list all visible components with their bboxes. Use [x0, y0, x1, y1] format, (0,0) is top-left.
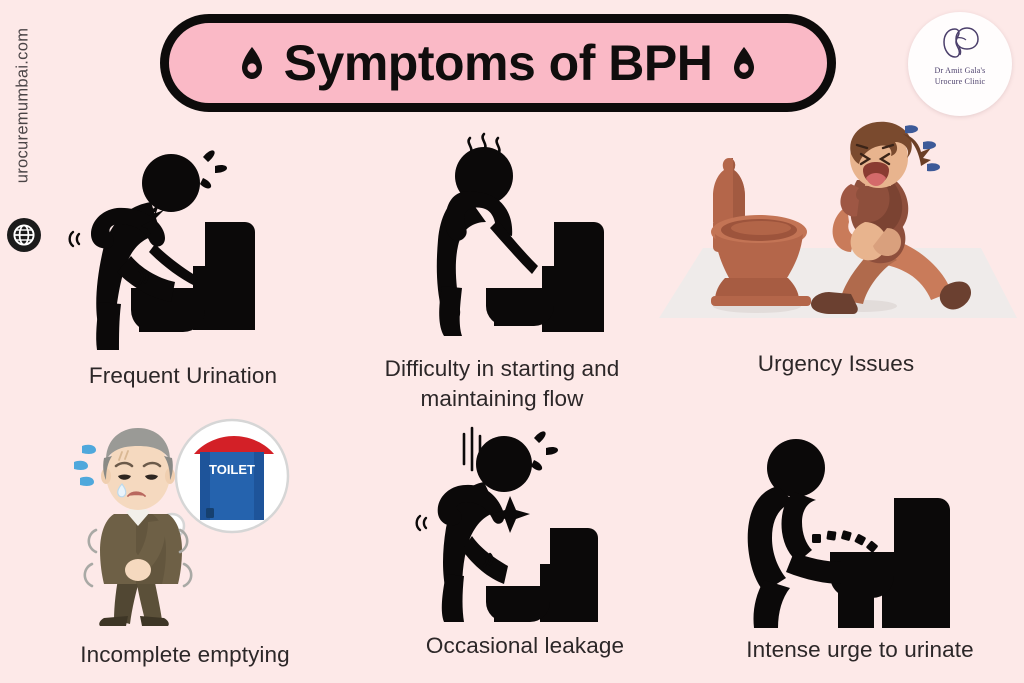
symptom-caption: Difficulty in starting and maintaining f…: [384, 356, 620, 411]
kidney-mark-icon: [943, 27, 979, 58]
man-hunched-over-toilet-pictogram: [68, 150, 255, 350]
symptom-card-occasional-leakage: Occasional leakage: [392, 424, 658, 661]
watermark: urocuremumbai.com: [0, 0, 46, 280]
water-drop-icon: [734, 47, 755, 79]
man-hunched-over-toilet-sparkle-pictogram: [415, 426, 598, 622]
elderly-man-with-toilet-thought-bubble: TOILET: [74, 418, 290, 626]
symptom-caption: Occasional leakage: [425, 633, 625, 658]
symptom-caption: Intense urge to urinate: [746, 637, 974, 662]
globe-icon: [7, 218, 41, 252]
symptom-caption: Urgency Issues: [757, 351, 915, 376]
symptom-card-urgency-issues: Urgency Issues: [648, 120, 1024, 379]
watermark-text: urocuremumbai.com: [13, 27, 32, 184]
symptom-card-difficulty-starting-flow: Difficulty in starting and maintaining f…: [352, 128, 652, 414]
poster-title-banner: Symptoms of BPH: [160, 14, 836, 112]
symptom-card-incomplete-emptying: TOILET: [40, 418, 330, 670]
symptom-caption: Frequent Urination: [88, 363, 278, 388]
toilet-bubble-label: TOILET: [209, 462, 255, 477]
symptom-caption: Incomplete emptying: [80, 642, 290, 667]
man-crouching-at-toilet-dotted-stream-pictogram: [747, 439, 950, 628]
symptom-card-frequent-urination: Frequent Urination: [38, 140, 328, 391]
water-drop-icon: [241, 47, 262, 79]
logo-line-1: Dr Amit Gala's: [934, 66, 986, 75]
symptom-card-intense-urge: Intense urge to urinate: [700, 430, 1020, 665]
man-running-to-toilet-illustration: [659, 121, 1017, 318]
clinic-logo: Dr Amit Gala's Urocure Clinic: [908, 12, 1012, 116]
logo-line-2: Urocure Clinic: [934, 77, 986, 86]
man-standing-at-toilet-pictogram: [436, 132, 604, 336]
page-title: Symptoms of BPH: [283, 35, 713, 91]
